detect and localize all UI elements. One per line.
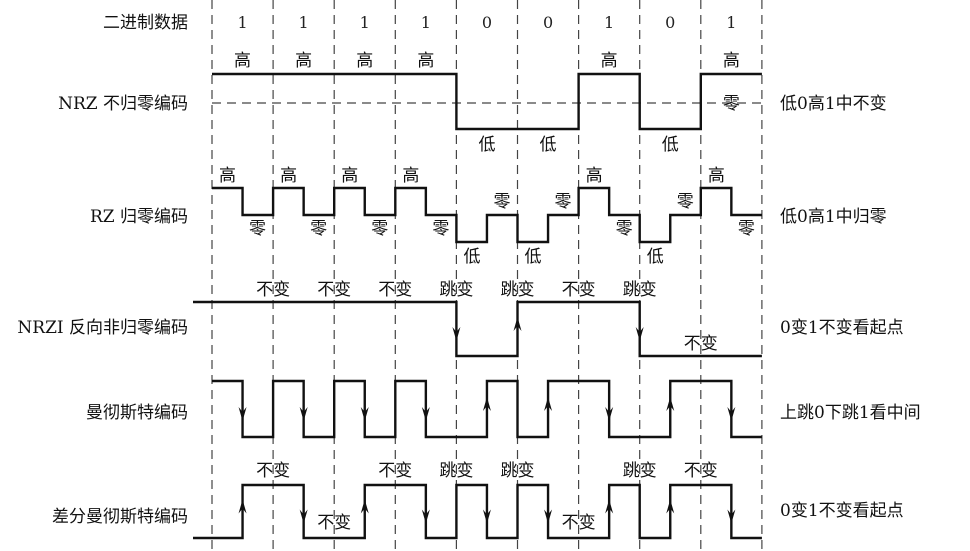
nrz-low-label: 低 xyxy=(662,135,679,155)
bit-value: 0 xyxy=(665,13,675,32)
nrzi-annotation: 不变 xyxy=(562,280,596,300)
nrz-zero-label: 零 xyxy=(723,94,740,114)
bit-value: 1 xyxy=(299,13,309,32)
row-label-manchester: 曼彻斯特编码 xyxy=(86,403,188,423)
row-label-nrz: NRZ 不归零编码 xyxy=(58,94,188,114)
nrz-low-label: 低 xyxy=(540,135,557,155)
diff-manchester-annotation: 不变 xyxy=(684,461,718,481)
diff-manchester-annotation: 跳变 xyxy=(501,461,535,481)
rz-zero-label: 零 xyxy=(493,192,510,212)
rz-high-label: 高 xyxy=(280,166,297,186)
bit-value: 1 xyxy=(726,13,736,32)
diff-manchester-waveform xyxy=(193,483,762,540)
rz-high-label: 高 xyxy=(219,166,236,186)
nrz-high-label: 高 xyxy=(234,51,251,71)
nrz-waveform xyxy=(212,72,762,131)
rz-high-label: 高 xyxy=(586,166,603,186)
rule-rz: 低0高1中归零 xyxy=(780,207,887,227)
diff-manchester-annotation: 不变 xyxy=(562,513,596,533)
nrzi-waveform xyxy=(193,300,762,358)
diff-manchester-annotation: 不变 xyxy=(256,461,290,481)
rule-diff-manchester: 0变1不变看起点 xyxy=(780,501,904,521)
rz-high-label: 高 xyxy=(708,166,725,186)
nrzi-annotation: 不变 xyxy=(317,280,351,300)
rz-zero-label: 零 xyxy=(310,219,327,239)
bit-value: 0 xyxy=(543,13,553,32)
row-label-rz: RZ 归零编码 xyxy=(90,207,188,227)
rz-waveform xyxy=(212,186,762,244)
diff-manchester-annotation: 不变 xyxy=(378,461,412,481)
rz-zero-label: 零 xyxy=(677,192,694,212)
nrzi-annotation: 跳变 xyxy=(623,280,657,300)
nrzi-annotation: 不变 xyxy=(684,334,718,354)
rz-high-label: 高 xyxy=(341,166,358,186)
nrz-high-label: 高 xyxy=(601,51,618,71)
diff-manchester-annotation: 跳变 xyxy=(439,461,473,481)
rz-zero-label: 零 xyxy=(738,219,755,239)
nrz-high-label: 高 xyxy=(356,51,373,71)
nrzi-annotation: 不变 xyxy=(256,280,290,300)
rz-zero-label: 零 xyxy=(432,219,449,239)
bit-value: 0 xyxy=(482,13,492,32)
bit-boundary-grid xyxy=(211,0,763,551)
rz-low-label: 低 xyxy=(463,247,480,267)
rz-high-label: 高 xyxy=(402,166,419,186)
nrz-high-label: 高 xyxy=(295,51,312,71)
nrzi-annotation: 跳变 xyxy=(501,280,535,300)
rule-manchester: 上跳0下跳1看中间 xyxy=(780,403,921,423)
rz-zero-label: 零 xyxy=(249,219,266,239)
diff-manchester-annotation: 不变 xyxy=(317,513,351,533)
nrz-high-label: 高 xyxy=(417,51,434,71)
nrzi-annotation: 跳变 xyxy=(439,280,473,300)
rule-nrz: 低0高1中不变 xyxy=(780,94,887,114)
row-label-nrzi: NRZI 反向非归零编码 xyxy=(17,318,188,338)
rz-zero-label: 零 xyxy=(555,192,572,212)
nrz-high-label: 高 xyxy=(723,51,740,71)
bit-value: 1 xyxy=(604,13,614,32)
manchester-waveform xyxy=(212,379,762,439)
rz-low-label: 低 xyxy=(525,247,542,267)
rule-nrzi: 0变1不变看起点 xyxy=(780,318,904,338)
row-label-diff-manchester: 差分曼彻斯特编码 xyxy=(52,507,188,527)
bit-value: 1 xyxy=(421,13,431,32)
diff-manchester-annotation: 跳变 xyxy=(623,461,657,481)
rz-zero-label: 零 xyxy=(371,219,388,239)
rz-low-label: 低 xyxy=(647,247,664,267)
rz-zero-label: 零 xyxy=(616,219,633,239)
nrz-low-label: 低 xyxy=(478,135,495,155)
bit-value: 1 xyxy=(237,13,247,32)
nrzi-annotation: 不变 xyxy=(378,280,412,300)
row-label-binary: 二进制数据 xyxy=(103,13,188,33)
bit-value: 1 xyxy=(360,13,370,32)
